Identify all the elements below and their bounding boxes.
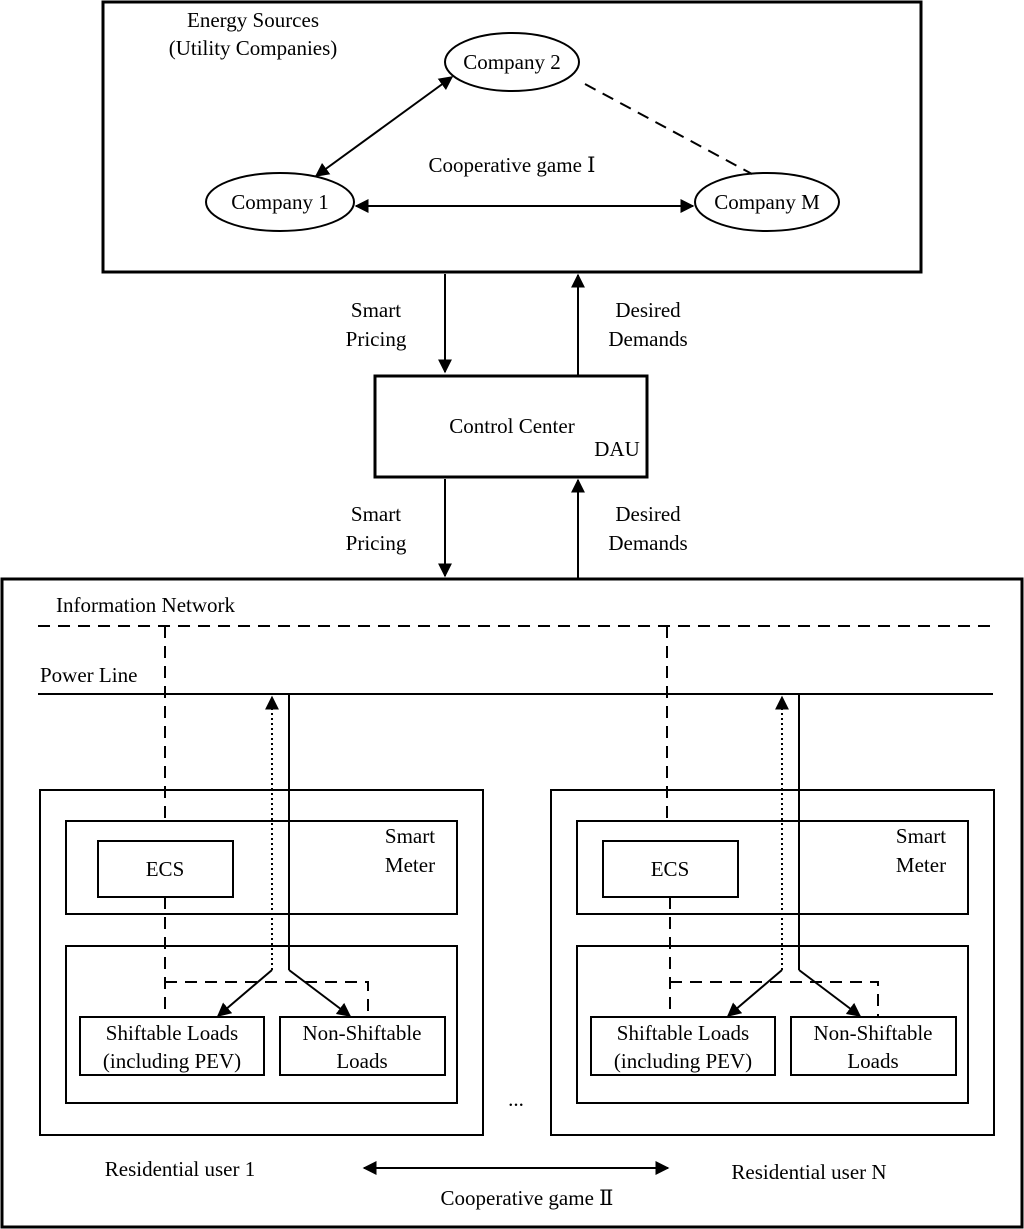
ellipsis: ... [508,1087,524,1111]
cooperative-game-1-label: Cooperative game Ⅰ [429,153,596,177]
user-1-loads-box [65,945,458,1104]
user-1-box [39,789,484,1136]
upper-pricing-label-2: Pricing [346,327,407,351]
control-center-label: Control Center [449,414,574,438]
user-1-nonshiftable-feed-arrow [288,969,352,1017]
power-line-label: Power Line [40,663,137,687]
upper-demands-label-2: Demands [608,327,687,351]
user-1-smart-meter-label-2: Meter [385,853,435,877]
user-n-smart-meter-label-1: Smart [896,824,946,848]
company2-companym-dashed-link [584,83,753,175]
cooperative-game-2-label: Cooperative game Ⅱ [441,1186,614,1210]
network-box [0,577,1024,1229]
company-m-node: Company M [694,172,840,232]
upper-demands-label-1: Desired [615,298,681,322]
information-network-label: Information Network [56,593,236,617]
dau-label: DAU [594,437,640,461]
user-1-smart-meter-label-1: Smart [385,824,435,848]
user-1-nonshiftable-label-1: Non-Shiftable [303,1021,422,1045]
user-1-nonshiftable-box [279,1016,446,1076]
residential-user-n-label: Residential user N [731,1160,886,1184]
lower-pricing-label-1: Smart [351,502,401,526]
company-m-label: Company M [714,190,820,214]
user-n-loads-box [576,945,969,1104]
user-1-ecs-label: ECS [146,857,185,881]
residential-user-1-label: Residential user 1 [105,1157,255,1181]
user-1-shiftable-label-2: (including PEV) [103,1049,241,1073]
lower-demands-label-2: Demands [608,531,687,555]
user-n-shiftable-label-2: (including PEV) [614,1049,752,1073]
user-1-nonshiftable-label-2: Loads [336,1049,387,1073]
user-n-shiftable-box [590,1016,776,1076]
user-1-ecs-control-link [165,981,369,1017]
user-n-box [550,789,995,1136]
energy-sources-box [101,0,923,274]
user-n-nonshiftable-feed-arrow [798,969,862,1017]
user-n-nonshiftable-box [790,1016,957,1076]
energy-sources-subtitle: (Utility Companies) [169,36,338,60]
user-n-shiftable-label-1: Shiftable Loads [617,1021,749,1045]
energy-sources-title: Energy Sources [187,8,319,32]
user-1-shiftable-feed-arrow [216,969,273,1017]
lower-pricing-label-2: Pricing [346,531,407,555]
company-2-label: Company 2 [463,50,560,74]
upper-pricing-label-1: Smart [351,298,401,322]
company-1-label: Company 1 [231,190,328,214]
control-center-box [373,374,649,479]
residential-user-n: Smart Meter ECS Shiftable Loads (includi… [550,626,995,1136]
user-1-smart-meter-box [65,820,458,915]
user-1-shiftable-label-1: Shiftable Loads [106,1021,238,1045]
user-1-shiftable-box [79,1016,265,1076]
user-n-shiftable-feed-arrow [726,969,783,1017]
user-n-ecs-label: ECS [651,857,690,881]
company-1-node: Company 1 [205,172,355,232]
company1-company2-arrow [314,76,454,177]
user-n-nonshiftable-label-1: Non-Shiftable [814,1021,933,1045]
residential-user-1: Smart Meter ECS Shiftable Loads (includi… [39,626,484,1136]
user-n-nonshiftable-label-2: Loads [847,1049,898,1073]
user-n-smart-meter-box [576,820,969,915]
user-n-ecs-control-link [670,981,879,1017]
company-2-node: Company 2 [444,32,580,92]
lower-demands-label-1: Desired [615,502,681,526]
user-n-smart-meter-label-2: Meter [896,853,946,877]
